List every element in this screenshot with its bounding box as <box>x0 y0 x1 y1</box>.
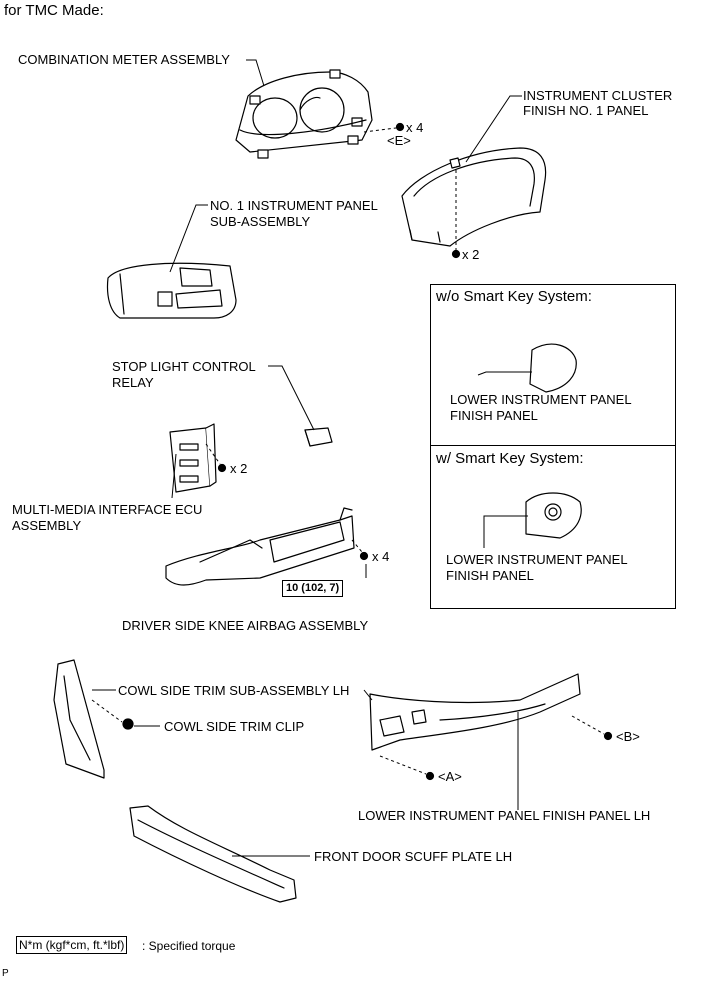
inset-w-label-line1: LOWER INSTRUMENT PANEL <box>446 552 628 567</box>
fasteners <box>122 122 613 781</box>
label-no1-panel-line1: NO. 1 INSTRUMENT PANEL <box>210 198 378 213</box>
legend-text: : Specified torque <box>142 939 236 953</box>
lower-panel-wo-smartkey-drawing <box>529 343 577 393</box>
inset-w-title: w/ Smart Key System: <box>436 450 584 467</box>
inset-with-smart-key <box>430 445 676 609</box>
label-meter-qty: x 4 <box>406 120 424 135</box>
label-cluster-finish-line2: FINISH NO. 1 PANEL <box>523 103 649 118</box>
lower-finish-panel-lh-drawing <box>369 673 581 751</box>
label-combination-meter: COMBINATION METER ASSEMBLY <box>18 52 230 67</box>
label-ecu-line2: ASSEMBLY <box>12 518 82 533</box>
mmi-ecu-drawing <box>169 423 217 493</box>
label-lower-finish-lh: LOWER INSTRUMENT PANEL FINISH PANEL LH <box>358 808 651 823</box>
label-ecu-line1: MULTI-MEDIA INTERFACE ECU <box>12 502 203 517</box>
inset-wo-label-line2: FINISH PANEL <box>450 408 538 423</box>
scuff-plate-drawing <box>129 805 297 903</box>
lower-panel-w-smartkey-drawing <box>525 492 582 539</box>
label-knee-qty: x 4 <box>372 549 390 564</box>
label-ref-b: <B> <box>616 729 640 744</box>
no1-instrument-panel-drawing <box>106 262 237 319</box>
footer-code: P <box>2 968 9 979</box>
label-ecu-qty: x 2 <box>230 461 248 476</box>
label-stop-light-line2: RELAY <box>112 375 154 390</box>
label-ref-a: <A> <box>438 769 462 784</box>
stop-light-relay-drawing <box>304 427 333 447</box>
label-stop-light-line1: STOP LIGHT CONTROL <box>112 359 256 374</box>
inset-wo-label-line1: LOWER INSTRUMENT PANEL <box>450 392 632 407</box>
inset-w-label-line2: FINISH PANEL <box>446 568 534 583</box>
cowl-side-trim-drawing <box>53 659 105 779</box>
label-meter-ref: <E> <box>387 133 411 148</box>
label-no1-panel-line2: SUB-ASSEMBLY <box>210 214 311 229</box>
label-cowl-trim: COWL SIDE TRIM SUB-ASSEMBLY LH <box>118 683 350 698</box>
header-text: for TMC Made: <box>4 2 104 19</box>
dashed-guides <box>91 127 605 775</box>
label-scuff-plate: FRONT DOOR SCUFF PLATE LH <box>314 849 513 864</box>
leader-lines <box>92 59 532 857</box>
combination-meter-drawing <box>235 69 373 159</box>
knee-airbag-drawing <box>165 507 355 586</box>
label-cluster-finish-line1: INSTRUMENT CLUSTER <box>523 88 673 103</box>
legend-torque-unit: N*m (kgf*cm, ft.*lbf) <box>16 936 128 954</box>
cluster-finish-panel-drawing <box>401 147 547 247</box>
torque-box: 10 (102, 7) <box>282 580 344 597</box>
label-knee-airbag: DRIVER SIDE KNEE AIRBAG ASSEMBLY <box>122 618 369 633</box>
inset-wo-title: w/o Smart Key System: <box>436 288 592 305</box>
label-cluster-qty: x 2 <box>462 247 480 262</box>
label-cowl-clip: COWL SIDE TRIM CLIP <box>164 719 305 734</box>
